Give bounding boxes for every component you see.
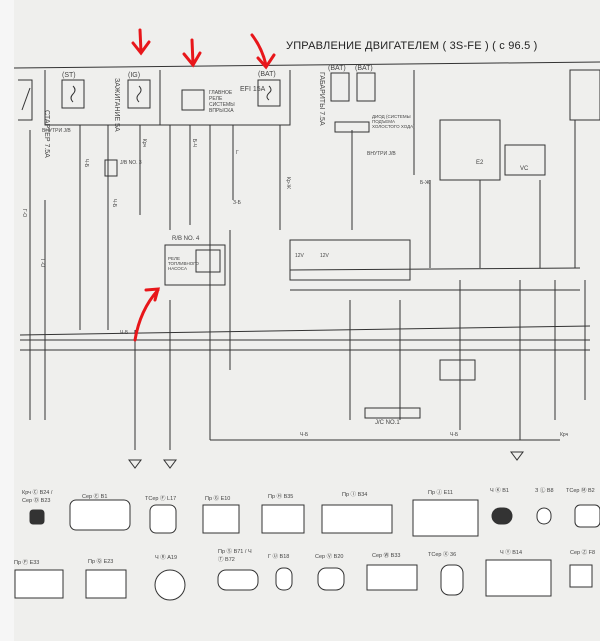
top-border-line (13, 61, 600, 69)
red-arrow-icon (133, 287, 161, 342)
red-arrow-annotations (131, 28, 276, 342)
sensor-block-3 (569, 69, 600, 121)
vc-label: VC (520, 166, 529, 172)
fuse-ig-icon (136, 85, 142, 103)
sensor-block-2 (504, 144, 546, 176)
connector-label: Г Ⓤ B18 (268, 554, 290, 560)
fuse-st-label: (ST) (62, 72, 76, 79)
connector-label: TСер Ⓧ 36 (428, 552, 457, 558)
ground-symbols (128, 451, 524, 469)
red-arrow-icon (182, 38, 202, 68)
fuse-starter-icon (70, 85, 76, 103)
connector-label: Пр Ⓙ E11 (428, 490, 453, 496)
connector-label: Пр Ⓘ B34 (342, 492, 368, 498)
connector-label: Ч Ⓨ B14 (500, 550, 523, 556)
fuse-efi-label: EFI 15A (240, 86, 266, 93)
fuse-tail-box-2 (356, 72, 376, 102)
wire-code: З-Б (233, 200, 241, 206)
fuse-starter-box (61, 79, 85, 109)
connector-label: Пр Ⓢ B71 / Ч Ⓣ B72 (218, 549, 252, 563)
fuse-efi-icon (266, 85, 272, 101)
connector-label: TСер Ⓕ L17 (145, 496, 177, 502)
fuse-efi-box (257, 79, 281, 107)
wire-code: Г-О (21, 208, 28, 218)
connector-label: TСер Ⓜ B2 (566, 488, 595, 494)
connector-label: Сер Ⓔ B1 (82, 494, 108, 500)
connector-label: Пр Ⓗ B35 (268, 494, 294, 500)
fuse-ig-label: (IG) (128, 72, 141, 79)
wire-code: Ч-Б (111, 198, 118, 208)
voltage-label-1: 12V (295, 253, 304, 259)
main-relay-group (159, 70, 291, 126)
jb3-label: J/B NO. 3 (120, 160, 142, 166)
connector-label: Сер Ⓦ B33 (372, 553, 401, 559)
connector-label: Крч Ⓒ B24 / Сер Ⓓ B23 (22, 490, 53, 504)
diagram-title: УПРАВЛЕНИЕ ДВИГАТЕЛЕМ ( 3S-FE ) ( с 96.5… (286, 40, 538, 52)
sensor-block (439, 119, 501, 181)
scanned-sheet (14, 0, 600, 641)
jc1-box (364, 407, 421, 419)
rb4-label: R/B NO. 4 (172, 236, 200, 242)
fuse-bat-label-3: (BAT) (355, 65, 373, 72)
connector-label: Сер Ⓩ F8 (570, 550, 596, 556)
wire-code: Крч (560, 432, 569, 438)
e2-label: E2 (476, 160, 484, 166)
connector-label: Пр Ⓖ E10 (205, 496, 231, 502)
wire-code: Г-О (39, 258, 46, 268)
component-box (439, 359, 476, 381)
fuse-bat-label: (BAT) (258, 71, 276, 78)
fuse-tail-label: ГАБАРИТЫ 7.5A (318, 72, 325, 126)
wire-code: Кр-Ж (284, 177, 291, 189)
wire-code: Ч-Б (120, 330, 129, 336)
connector-label: Пр Ⓟ E33 (14, 560, 40, 566)
connector-label: Ч Ⓡ A19 (155, 555, 178, 561)
red-arrow-icon (250, 33, 276, 70)
wire-code: Крч (141, 138, 148, 148)
wires (19, 120, 591, 450)
left-component-box (18, 79, 33, 121)
fuel-relay-label: РЕЛЕ ТОПЛИВНОГО НАСОСА (168, 256, 199, 271)
left-switch-icon (21, 87, 31, 111)
wire-code: Г (236, 150, 239, 156)
inside-jb-label: ВНУТРИ J/B (42, 128, 71, 134)
inside-jb-label-2: ВНУТРИ J/B (367, 151, 396, 157)
wire-code: Б-Ж (420, 180, 430, 186)
wire-code: Ч-Б (83, 158, 90, 168)
ecu-block (289, 239, 411, 281)
connector-label: Ч Ⓚ B1 (490, 488, 509, 494)
fuse-ig-box (127, 79, 151, 109)
red-arrow-icon (131, 28, 151, 56)
fuse-ignition-label: ЗАЖИГАНИЕ 5A (113, 78, 120, 132)
diode-label: ДИОД (СИСТЕМЫ ПОДЪЕМА ХОЛОСТОГО ХОДА) (372, 114, 415, 129)
voltage-label-2: 12V (320, 253, 329, 259)
fuse-tail-box-1 (330, 72, 350, 102)
connector-label: Пр Ⓠ E23 (88, 559, 114, 565)
wire-code: Б-Ч (191, 138, 198, 148)
wire-code: Ч-Б (450, 432, 459, 438)
connector-shapes-row1 (29, 499, 600, 537)
connector-label: Сер Ⓥ B20 (315, 554, 344, 560)
fuse-bat-label-2: (BAT) (328, 65, 346, 72)
main-relay-box (181, 89, 205, 111)
main-relay-label: ГЛАВНОЕ РЕЛЕ СИСТЕМЫ ВПРЫСКА (209, 90, 235, 114)
connector-label: З Ⓛ B8 (535, 488, 554, 494)
rb4-fuel-relay-box (164, 244, 226, 286)
jb3-box (104, 159, 118, 177)
wire-code: Ч-Б (300, 432, 309, 438)
connector-shapes-row2 (14, 559, 593, 601)
jc1-label: J/C NO.1 (375, 420, 400, 426)
fuel-relay-switch (195, 249, 221, 273)
